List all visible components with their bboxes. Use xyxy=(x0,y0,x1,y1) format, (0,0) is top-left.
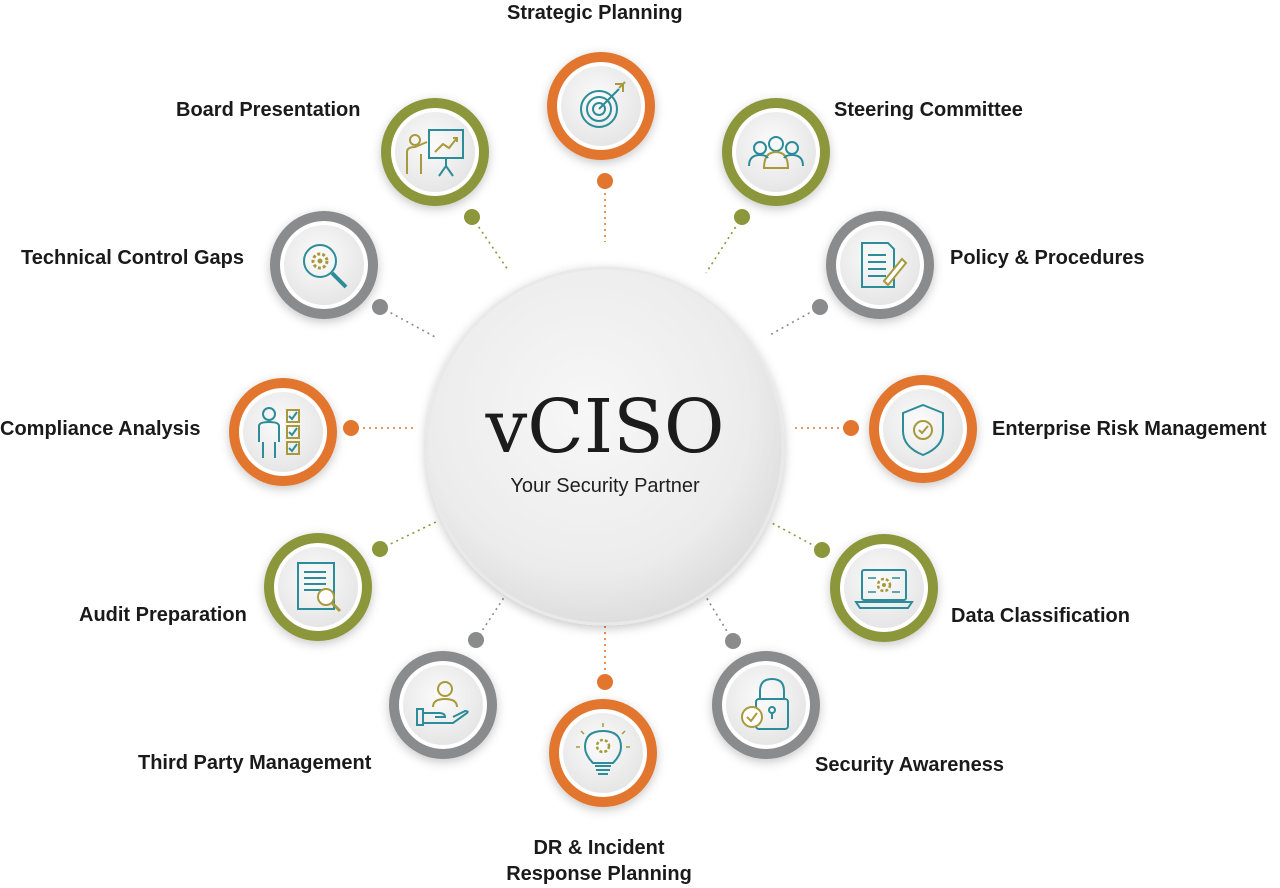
connector-dot xyxy=(814,542,830,558)
label-policy-procedures: Policy & Procedures xyxy=(950,247,1145,269)
hub-subtitle: Your Security Partner xyxy=(510,475,700,497)
node-layer xyxy=(229,52,977,807)
connector-board-presentation xyxy=(471,216,509,271)
label-data-classification: Data Classification xyxy=(951,605,1130,627)
connector-technical-control-gaps xyxy=(379,306,438,339)
label-strategic-planning: Strategic Planning xyxy=(507,2,683,24)
node-third-party-management xyxy=(389,632,497,759)
connector-dot xyxy=(372,541,388,557)
connector-audit-preparation xyxy=(379,520,439,550)
label-board-presentation: Board Presentation xyxy=(176,99,361,121)
label-technical-control-gaps: Technical Control Gaps xyxy=(21,247,244,269)
label-audit-preparation: Audit Preparation xyxy=(79,604,247,626)
node-data-classification xyxy=(814,534,938,642)
connector-dot xyxy=(468,632,484,648)
node-dr-incident-response-planning xyxy=(549,674,657,807)
hand-person-icon xyxy=(416,681,469,726)
node-inner xyxy=(243,392,323,472)
connector-steering-committee xyxy=(705,216,743,274)
node-inner xyxy=(883,389,963,469)
connector-dot xyxy=(372,299,388,315)
connector-dot xyxy=(725,633,741,649)
person-checklist-icon xyxy=(258,407,300,458)
node-steering-committee xyxy=(722,98,830,225)
target-icon xyxy=(580,81,626,128)
hub-title: vCISO xyxy=(485,384,725,470)
node-audit-preparation xyxy=(264,533,388,641)
node-policy-procedures xyxy=(812,211,934,319)
document-pen-icon xyxy=(861,242,908,288)
node-inner xyxy=(840,225,920,305)
node-inner xyxy=(844,548,924,628)
connector-data-classification xyxy=(769,521,823,551)
document-search-icon xyxy=(297,562,342,613)
padlock-icon xyxy=(741,677,789,730)
label-third-party-management: Third Party Management xyxy=(138,752,372,774)
connector-dot xyxy=(597,674,613,690)
connector-dot xyxy=(343,420,359,436)
label-steering-committee: Steering Committee xyxy=(834,99,1023,121)
connector-layer xyxy=(351,181,851,682)
node-inner xyxy=(278,547,358,627)
presentation-icon xyxy=(406,129,464,177)
connector-dot xyxy=(464,209,480,225)
node-inner xyxy=(726,665,806,745)
node-strategic-planning xyxy=(547,52,655,189)
lightbulb-gear-icon xyxy=(576,723,630,775)
connector-dot xyxy=(812,299,828,315)
label-security-awareness: Security Awareness xyxy=(815,754,1004,776)
node-security-awareness xyxy=(712,633,820,759)
node-enterprise-risk-management xyxy=(843,375,977,483)
label-enterprise-risk-management: Enterprise Risk Management xyxy=(992,418,1267,440)
node-compliance-analysis xyxy=(229,378,359,486)
connector-third-party-management xyxy=(475,595,506,641)
team-icon xyxy=(748,136,804,169)
connector-security-awareness xyxy=(705,596,734,642)
connector-dot xyxy=(843,420,859,436)
magnifier-gear-icon xyxy=(303,244,348,289)
node-board-presentation xyxy=(381,98,489,225)
shield-check-icon xyxy=(902,403,944,457)
laptop-gear-icon xyxy=(854,569,914,609)
hub-circle xyxy=(425,266,785,626)
connector-dot xyxy=(734,209,750,225)
node-inner xyxy=(403,665,483,745)
connector-policy-procedures xyxy=(767,306,821,337)
node-technical-control-gaps xyxy=(270,211,388,319)
connector-dot xyxy=(597,173,613,189)
label-compliance-analysis: Compliance Analysis xyxy=(0,418,201,440)
